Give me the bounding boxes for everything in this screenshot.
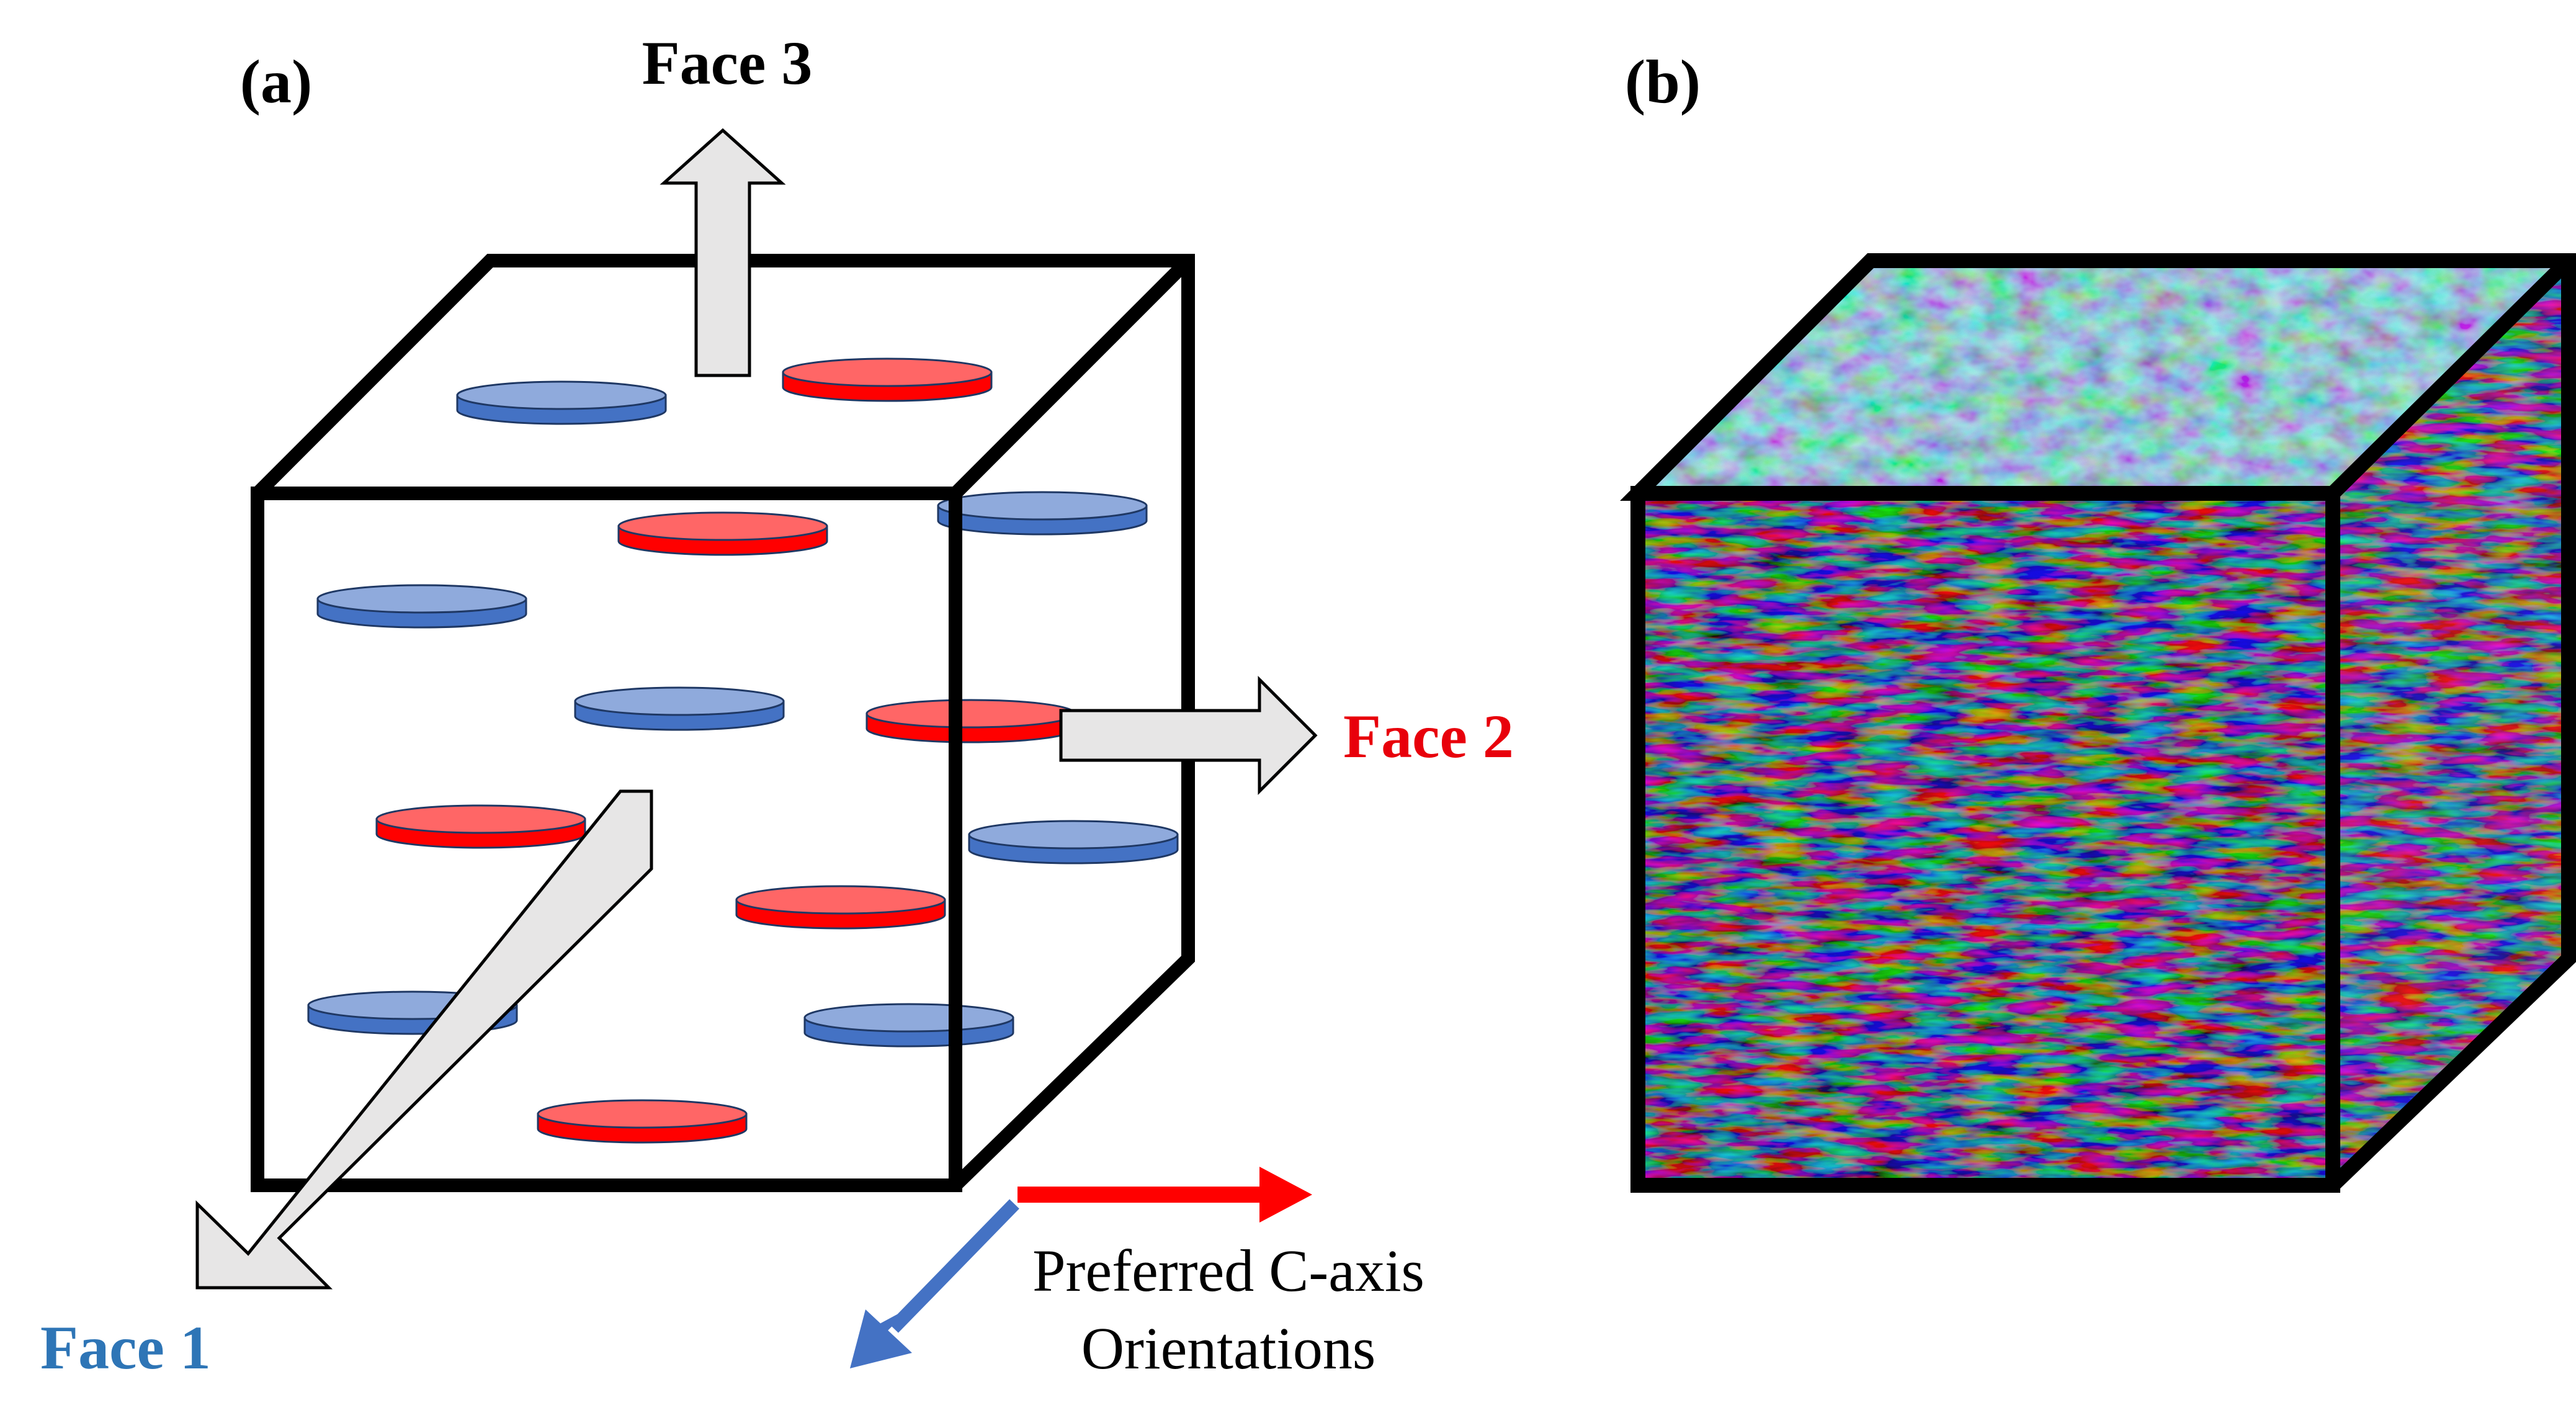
disk-red <box>865 699 1076 743</box>
panel-a: (a) Face 3 Face 2 Face 1 <box>40 29 1514 1382</box>
legend-line-2: Orientations <box>1081 1315 1376 1381</box>
panel-a-label: (a) <box>240 47 313 116</box>
legend-blue-arrow <box>850 1199 1019 1368</box>
legend-red-arrow <box>1017 1167 1312 1223</box>
disk-blue <box>968 820 1179 864</box>
disk-red <box>782 357 993 402</box>
panel-b-label: (b) <box>1625 47 1701 116</box>
ebsd-front-face <box>1638 493 2333 1185</box>
disk-blue <box>456 380 667 425</box>
cube-a-front-face <box>251 256 1193 1192</box>
face2-arrow <box>1059 675 1318 796</box>
disk-blue <box>574 686 785 731</box>
disk-blue <box>316 584 527 629</box>
disk-blue <box>937 491 1148 536</box>
face3-arrow <box>660 128 786 377</box>
disk-red <box>735 885 946 930</box>
face1-label: Face 1 <box>40 1313 211 1382</box>
face2-label: Face 2 <box>1343 702 1514 771</box>
disk-red <box>375 804 586 849</box>
panel-b: (b) <box>1620 47 2576 1193</box>
disk-group <box>307 357 1179 1144</box>
face1-arrow <box>195 789 653 1290</box>
face3-label: Face 3 <box>642 29 813 97</box>
disk-red <box>537 1099 748 1144</box>
disk-blue <box>803 1003 1014 1048</box>
disk-red <box>617 511 828 556</box>
cube-b-outline <box>1620 253 2576 1193</box>
legend-line-1: Preferred C-axis <box>1032 1237 1424 1304</box>
